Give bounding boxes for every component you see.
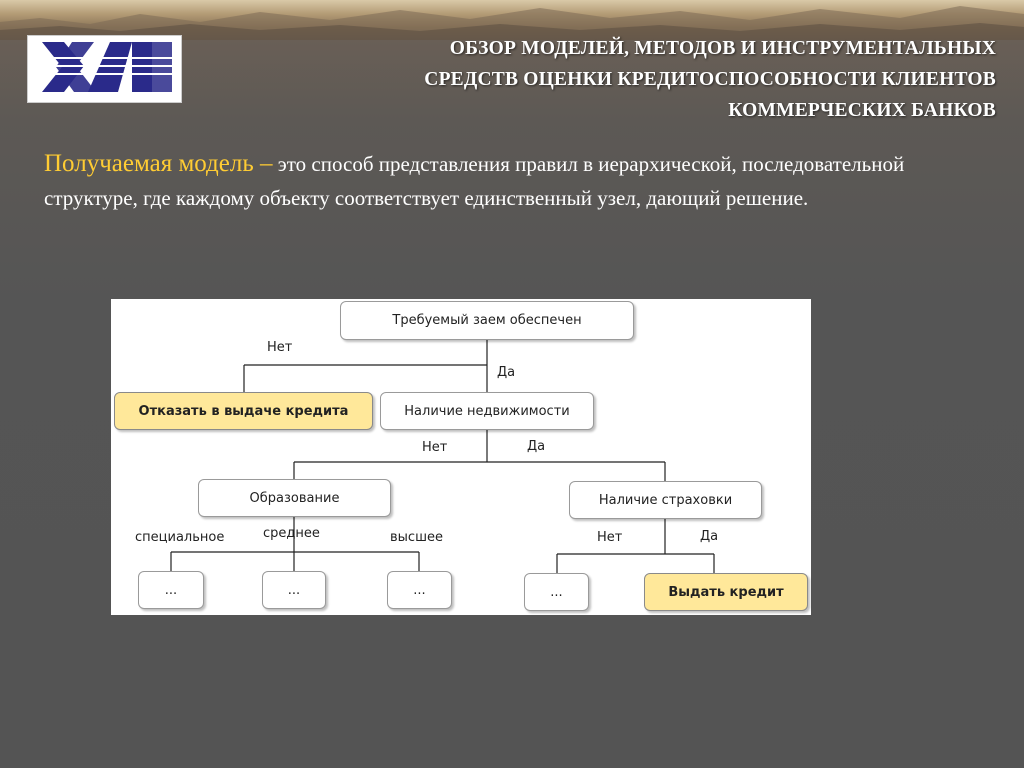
edge-label-insurance-no: Нет [597,530,623,545]
node-leaf-special: ... [138,571,204,609]
edge-label-root-no: Нет [267,340,293,355]
decorative-top-strip [0,0,1024,40]
node-insurance: Наличие страховки [569,481,762,519]
edge-label-edu-special: специальное [135,530,225,545]
edge-label-property-yes: Да [527,439,546,454]
node-real-estate: Наличие недвижимости [380,392,594,430]
edge-label-property-no: Нет [422,440,448,455]
node-grant-credit: Выдать кредит [644,573,808,611]
edge-label-edu-secondary: среднее [263,526,320,541]
intro-term: Получаемая модель – [44,150,273,177]
node-education: Образование [198,479,391,517]
decision-tree-diagram: Требуемый заем обеспечен Отказать в выда… [111,299,811,615]
edge-label-root-yes: Да [497,365,516,380]
intro-text: это способ представления правил в иерарх… [44,152,905,210]
node-leaf-secondary: ... [262,571,326,609]
xai-logo-icon [36,42,176,92]
edge-label-edu-higher: высшее [390,530,443,545]
node-refuse-credit: Отказать в выдаче кредита [114,392,373,430]
title-line-1: ОБЗОР МОДЕЛЕЙ, МЕТОДОВ И ИНСТРУМЕНТАЛЬНЫ… [449,38,996,59]
title-line-2: СРЕДСТВ ОЦЕНКИ КРЕДИТОСПОСОБНОСТИ КЛИЕНТ… [424,69,996,90]
decision-tree-connectors [170,340,715,573]
node-leaf-higher: ... [387,571,452,609]
edge-label-insurance-yes: Да [700,529,719,544]
mountain-silhouette-icon [0,6,1024,40]
title-line-3: КОММЕРЧЕСКИХ БАНКОВ [728,100,996,121]
slide-title: ОБЗОР МОДЕЛЕЙ, МЕТОДОВ И ИНСТРУМЕНТАЛЬНЫ… [236,33,996,126]
node-leaf-no-insurance: ... [524,573,589,611]
company-logo [27,35,182,103]
node-loan-secured: Требуемый заем обеспечен [340,301,634,340]
intro-paragraph: Получаемая модель – это способ представл… [44,147,994,215]
